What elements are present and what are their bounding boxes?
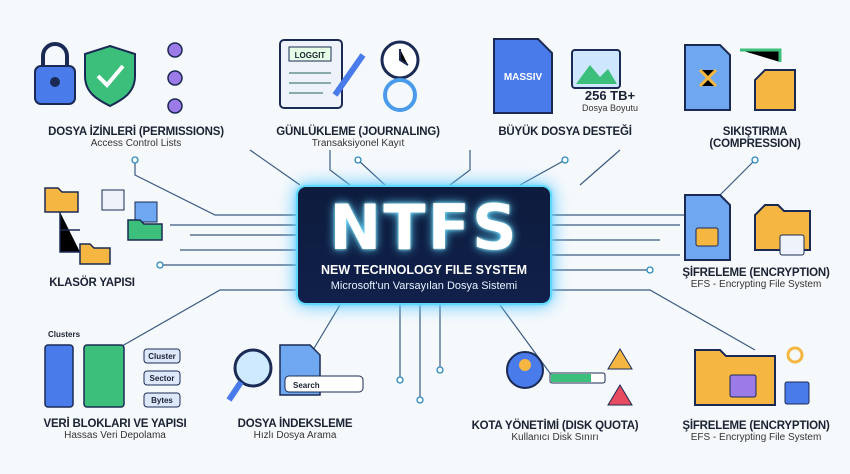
feature-title: GÜNLÜKLEME (JOURNALING) <box>276 126 440 138</box>
size-badge: 256 TB+ Dosya Boyutu <box>575 88 645 113</box>
data-blocks-icon: Clusters Cluster Sector Bytes <box>44 330 181 408</box>
feature-title: VERİ BLOKLARI VE YAPISI <box>43 418 187 430</box>
feature-encryption-bottom: ŞİFRELEME (ENCRYPTION) EFS - Encrypting … <box>682 420 829 443</box>
size-value: 256 TB+ <box>584 88 636 103</box>
encrypted-folder-key-icon <box>694 346 810 406</box>
feature-title: ŞİFRELEME (ENCRYPTION) <box>682 420 830 432</box>
size-label: Dosya Boyutu <box>581 103 639 113</box>
center-title: NTFS <box>329 191 519 264</box>
feature-subtitle: Transaksiyonel Kayıt <box>311 138 405 149</box>
feature-compression: SIKIŞTIRMA (COMPRESSION) <box>709 126 801 150</box>
feature-subtitle: Hassas Veri Depolama <box>64 430 166 441</box>
bytes-label: Bytes <box>151 396 173 405</box>
folder-tree-icon <box>44 187 163 265</box>
feature-subtitle: EFS - Encrypting File System <box>690 432 822 443</box>
feature-title: DOSYA İZİNLERİ (PERMISSIONS) <box>48 126 224 138</box>
feature-title: SIKIŞTIRMA <box>722 126 788 138</box>
feature-permissions: DOSYA İZİNLERİ (PERMISSIONS) Access Cont… <box>48 126 224 149</box>
ntfs-center-panel: NTFS NEW TECHNOLOGY FILE SYSTEM Microsof… <box>296 185 552 305</box>
feature-subtitle: (COMPRESSION) <box>709 138 801 150</box>
feature-quota: KOTA YÖNETİMİ (DISK QUOTA) Kullanıcı Dis… <box>472 420 639 443</box>
doc-label: MASSIV <box>504 72 543 83</box>
feature-title: KLASÖR YAPISI <box>49 277 135 289</box>
compression-icon <box>684 44 796 111</box>
encrypted-file-icon <box>684 194 811 261</box>
feature-large-file: BÜYÜK DOSYA DESTEĞİ <box>498 126 632 138</box>
cluster-label: Cluster <box>148 352 176 361</box>
large-file-icon: MASSIV <box>493 38 621 114</box>
feature-indexing: DOSYA İNDEKSLEME Hızlı Dosya Arama <box>238 418 353 441</box>
feature-encryption-top: ŞİFRELEME (ENCRYPTION) EFS - Encrypting … <box>682 267 829 290</box>
clusters-label: Clusters <box>48 330 81 339</box>
feature-data-blocks: VERİ BLOKLARI VE YAPISI Hassas Veri Depo… <box>43 418 186 441</box>
disk-quota-icon <box>506 348 633 406</box>
lock-shield-user-icon <box>34 42 183 114</box>
feature-title: KOTA YÖNETİMİ (DISK QUOTA) <box>471 420 639 432</box>
search-label: Search <box>293 381 320 390</box>
feature-folders: KLASÖR YAPISI <box>49 277 135 289</box>
search-index-icon: Search <box>226 344 364 402</box>
book-label: LOGGIT <box>295 51 326 60</box>
feature-title: DOSYA İNDEKSLEME <box>237 418 353 430</box>
center-subtitle: NEW TECHNOLOGY FILE SYSTEM <box>320 263 528 277</box>
center-tagline: Microsoft'un Varsayılan Dosya Sistemi <box>330 280 518 292</box>
feature-subtitle: Kullanıcı Disk Sınırı <box>511 432 599 443</box>
journal-clock-icon: LOGGIT <box>279 39 420 112</box>
feature-subtitle: EFS - Encrypting File System <box>690 279 822 290</box>
feature-subtitle: Access Control Lists <box>90 138 182 149</box>
sector-label: Sector <box>150 374 175 383</box>
feature-subtitle: Hızlı Dosya Arama <box>253 430 337 441</box>
feature-title: ŞİFRELEME (ENCRYPTION) <box>682 267 830 279</box>
feature-title: BÜYÜK DOSYA DESTEĞİ <box>498 126 632 138</box>
feature-journaling: GÜNLÜKLEME (JOURNALING) Transaksiyonel K… <box>276 126 440 149</box>
